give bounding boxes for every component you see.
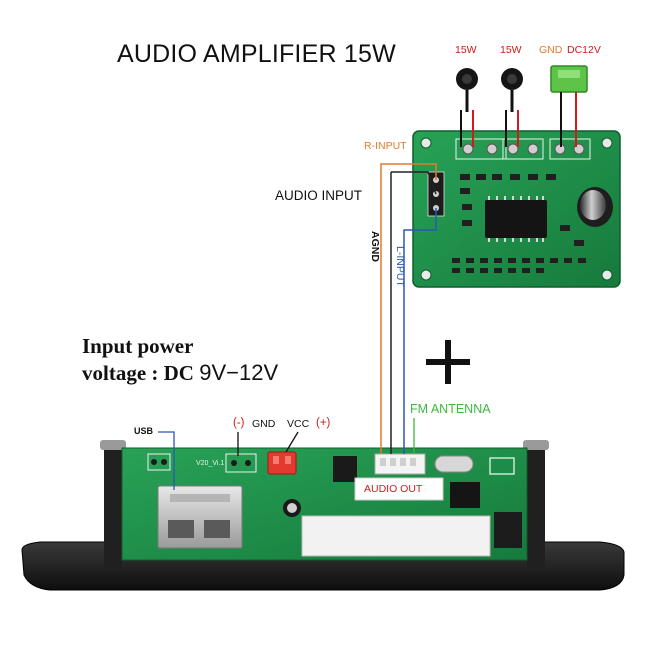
amp-gnd-label: GND	[539, 44, 563, 56]
power-note-line1: Input power	[82, 334, 194, 358]
decoder-gnd-label: GND	[252, 418, 276, 430]
power-note-voltage: 9V−12V	[199, 360, 279, 385]
power-note-prefix: voltage : DC	[82, 361, 194, 385]
board-version-mark: V20_Vi.1	[196, 460, 225, 467]
audio-input-label: AUDIO INPUT	[275, 188, 363, 203]
dc-power-plug	[550, 65, 588, 93]
right-speaker-label: 15W	[500, 44, 522, 56]
pos-polarity-label: (+)	[316, 417, 331, 429]
capacitor	[577, 187, 613, 227]
amplifier-board	[412, 130, 621, 288]
r-input-label: R-INPUT	[364, 140, 407, 152]
audio-out-label: AUDIO OUT	[364, 483, 423, 495]
power-note-line2: voltage : DC 9V−12V	[82, 362, 278, 384]
amp-dc-voltage-label: DC12V	[567, 44, 601, 56]
agnd-label: AGND	[369, 231, 381, 262]
label-leaders	[158, 418, 415, 490]
power-connector	[267, 451, 297, 475]
diagram-title: AUDIO AMPLIFIER 15W	[117, 40, 396, 68]
fm-antenna-label: FM ANTENNA	[410, 402, 491, 416]
amp-output-wires	[460, 92, 577, 147]
left-speaker-label: 15W	[455, 44, 477, 56]
smd-components	[452, 174, 586, 273]
audio-out-connector	[374, 453, 426, 475]
audio-signal-wires	[380, 163, 437, 454]
decoder-module	[21, 440, 625, 591]
neg-polarity-label: (-)	[233, 417, 245, 429]
usb-port	[157, 485, 243, 549]
speaker-plug-right	[501, 68, 523, 112]
usb-label: USB	[134, 426, 154, 436]
plus-sign	[426, 340, 470, 384]
amplifier-ic-chip	[485, 196, 547, 242]
speaker-terminals	[455, 138, 591, 160]
speaker-plug-left	[456, 68, 478, 112]
l-input-label: L-INPUT	[394, 246, 406, 287]
decoder-vcc-label: VCC	[287, 418, 310, 430]
